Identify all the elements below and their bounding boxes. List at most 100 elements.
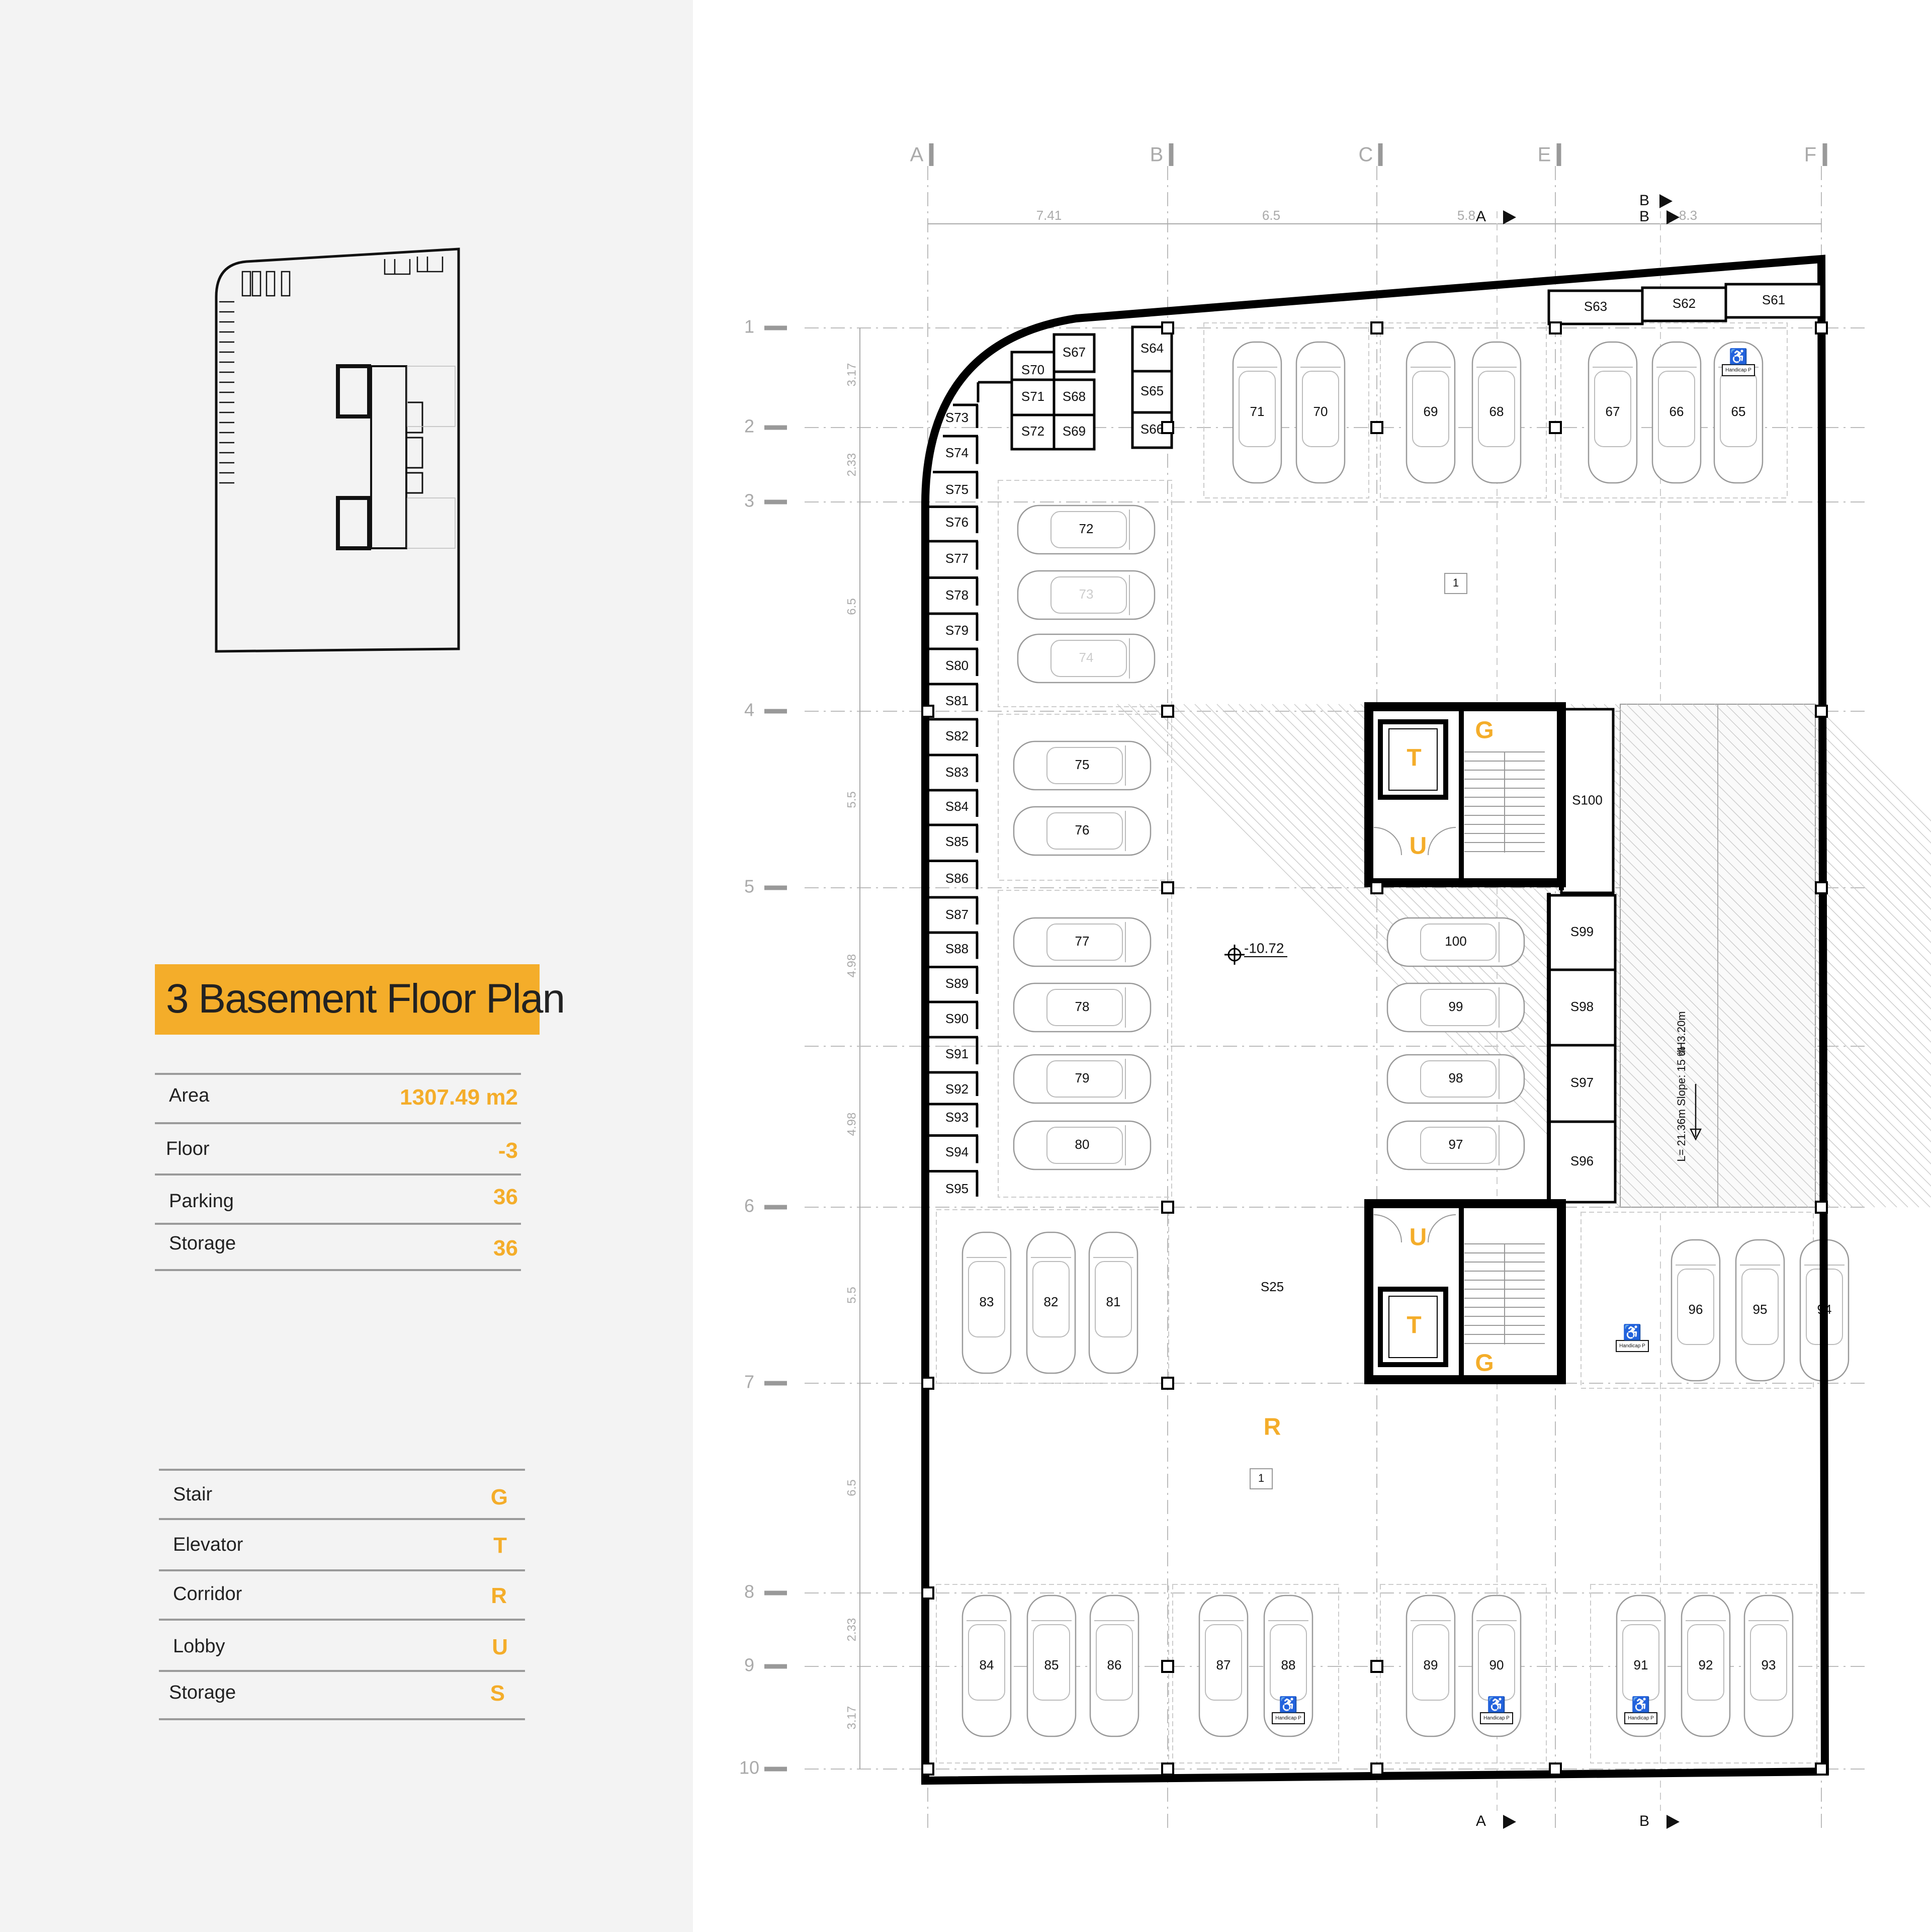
- ramp-slope-arrow: [1689, 1084, 1702, 1141]
- hatch-line: [1670, 704, 1931, 966]
- car-roof: [1046, 1127, 1123, 1164]
- car-body: [1263, 1594, 1313, 1737]
- grid-row-label: 9: [744, 1655, 754, 1675]
- storage-label: S92: [945, 1081, 969, 1097]
- elevator-letter: T: [1407, 1312, 1421, 1339]
- car-body: [1198, 1594, 1249, 1737]
- storage-label: S72: [1021, 424, 1044, 439]
- car-roof: [1302, 371, 1339, 447]
- storage-unit: S84: [929, 789, 979, 817]
- grid-col-label: F: [1804, 144, 1816, 166]
- parking-space: 87: [1198, 1594, 1249, 1737]
- parking-number: 99: [1449, 999, 1463, 1014]
- car-body: [1713, 341, 1764, 484]
- grid-row-label: 4: [744, 700, 754, 720]
- parking-number: 76: [1075, 822, 1090, 837]
- grid-row-label: 5: [744, 876, 754, 897]
- storage-label: S71: [1021, 389, 1044, 404]
- car-body: [1232, 341, 1282, 484]
- hatch-line: [1548, 704, 1931, 1087]
- storage-label: S80: [945, 658, 969, 673]
- storage-label: S70: [1021, 362, 1044, 377]
- parking-number: 82: [1044, 1294, 1059, 1309]
- summary-value: -3: [498, 1138, 518, 1163]
- dimension-label: 4.98: [845, 1113, 858, 1136]
- storage-unit: S95: [929, 1170, 979, 1197]
- storage-label: S79: [945, 623, 969, 638]
- section-marker-label: A: [1476, 208, 1486, 225]
- storage-label: S68: [1063, 389, 1086, 404]
- grid-col-label: A: [910, 144, 924, 166]
- storage-unit: S90: [929, 1000, 979, 1029]
- storage-label: S62: [1673, 296, 1696, 311]
- hatch-line: [1659, 704, 1931, 977]
- parking-number: 84: [980, 1657, 994, 1672]
- parking-number: 83: [980, 1294, 994, 1309]
- parking-number: 81: [1106, 1294, 1121, 1309]
- parking-space: 92: [1681, 1594, 1731, 1737]
- storage-outline: [1547, 289, 1644, 325]
- storage-unit: S67: [1052, 333, 1096, 373]
- summary-row-parking: Parking 36: [155, 1175, 521, 1225]
- car-roof: [1741, 1269, 1779, 1345]
- car-body: [1616, 1594, 1666, 1737]
- elevator-letter: T: [1407, 745, 1421, 772]
- storage-unit: S88: [929, 931, 979, 959]
- elevator-shaft: [1378, 1287, 1448, 1367]
- parking-number: 68: [1489, 404, 1504, 419]
- storage-label: S96: [1570, 1153, 1594, 1168]
- column: [1370, 881, 1383, 894]
- storage-label: S81: [945, 693, 969, 708]
- parking-number: 78: [1075, 999, 1090, 1014]
- parking-number: 73: [1079, 586, 1094, 602]
- column: [1815, 881, 1828, 894]
- hatch-line: [1759, 704, 1931, 877]
- column: [1161, 1762, 1174, 1776]
- legend-letter: T: [493, 1533, 507, 1558]
- dimension-label: 3.17: [845, 363, 858, 387]
- legend-letter: S: [490, 1681, 505, 1706]
- storage-label: S89: [945, 976, 969, 991]
- section-marker-label: A: [1476, 1813, 1486, 1829]
- car-roof: [1687, 1624, 1724, 1701]
- parking-number: 89: [1424, 1657, 1438, 1672]
- parking-space: 75: [1013, 740, 1152, 791]
- column: [1161, 705, 1174, 718]
- hatch-line: [1770, 704, 1931, 866]
- legend-row-storage: Storage S: [159, 1672, 525, 1720]
- car-roof: [1420, 1060, 1497, 1098]
- storage-label: S67: [1063, 345, 1086, 360]
- storage-unit: S64: [1131, 325, 1173, 373]
- parking-zone: [1560, 322, 1788, 498]
- car-body: [1406, 341, 1456, 484]
- car-roof: [1033, 1624, 1070, 1701]
- handicap-marker: Handicap P♿: [1480, 1696, 1513, 1724]
- storage-label: S97: [1570, 1075, 1594, 1090]
- car-body: [961, 1231, 1012, 1374]
- handicap-marker: Handicap P♿: [1624, 1696, 1657, 1724]
- hatch-line: [1626, 704, 1931, 1010]
- storage-label: S75: [945, 482, 969, 497]
- parking-number: 70: [1313, 404, 1328, 419]
- parking-space: 100: [1386, 917, 1525, 967]
- parking-space: 67: [1588, 341, 1638, 484]
- parking-number: 98: [1449, 1070, 1463, 1085]
- parking-number: 71: [1250, 404, 1265, 419]
- storage-label: S69: [1063, 424, 1086, 439]
- car-roof: [1420, 1127, 1497, 1164]
- elevator-car: [1388, 728, 1438, 791]
- lobby-letter: U: [1410, 833, 1427, 860]
- parking-space: 79: [1013, 1054, 1152, 1104]
- parking-space: 82: [1026, 1231, 1076, 1374]
- storage-label: S82: [945, 728, 969, 743]
- storage-unit: S81: [929, 683, 979, 711]
- hatch-line: [1803, 704, 1931, 833]
- parking-number: 93: [1762, 1657, 1776, 1672]
- parking-number: 79: [1075, 1070, 1090, 1085]
- hatch-line: [1582, 704, 1931, 1054]
- dimension-label: 3.17: [845, 1706, 858, 1730]
- parking-space: 97: [1386, 1120, 1525, 1170]
- parking-number: 95: [1753, 1302, 1768, 1317]
